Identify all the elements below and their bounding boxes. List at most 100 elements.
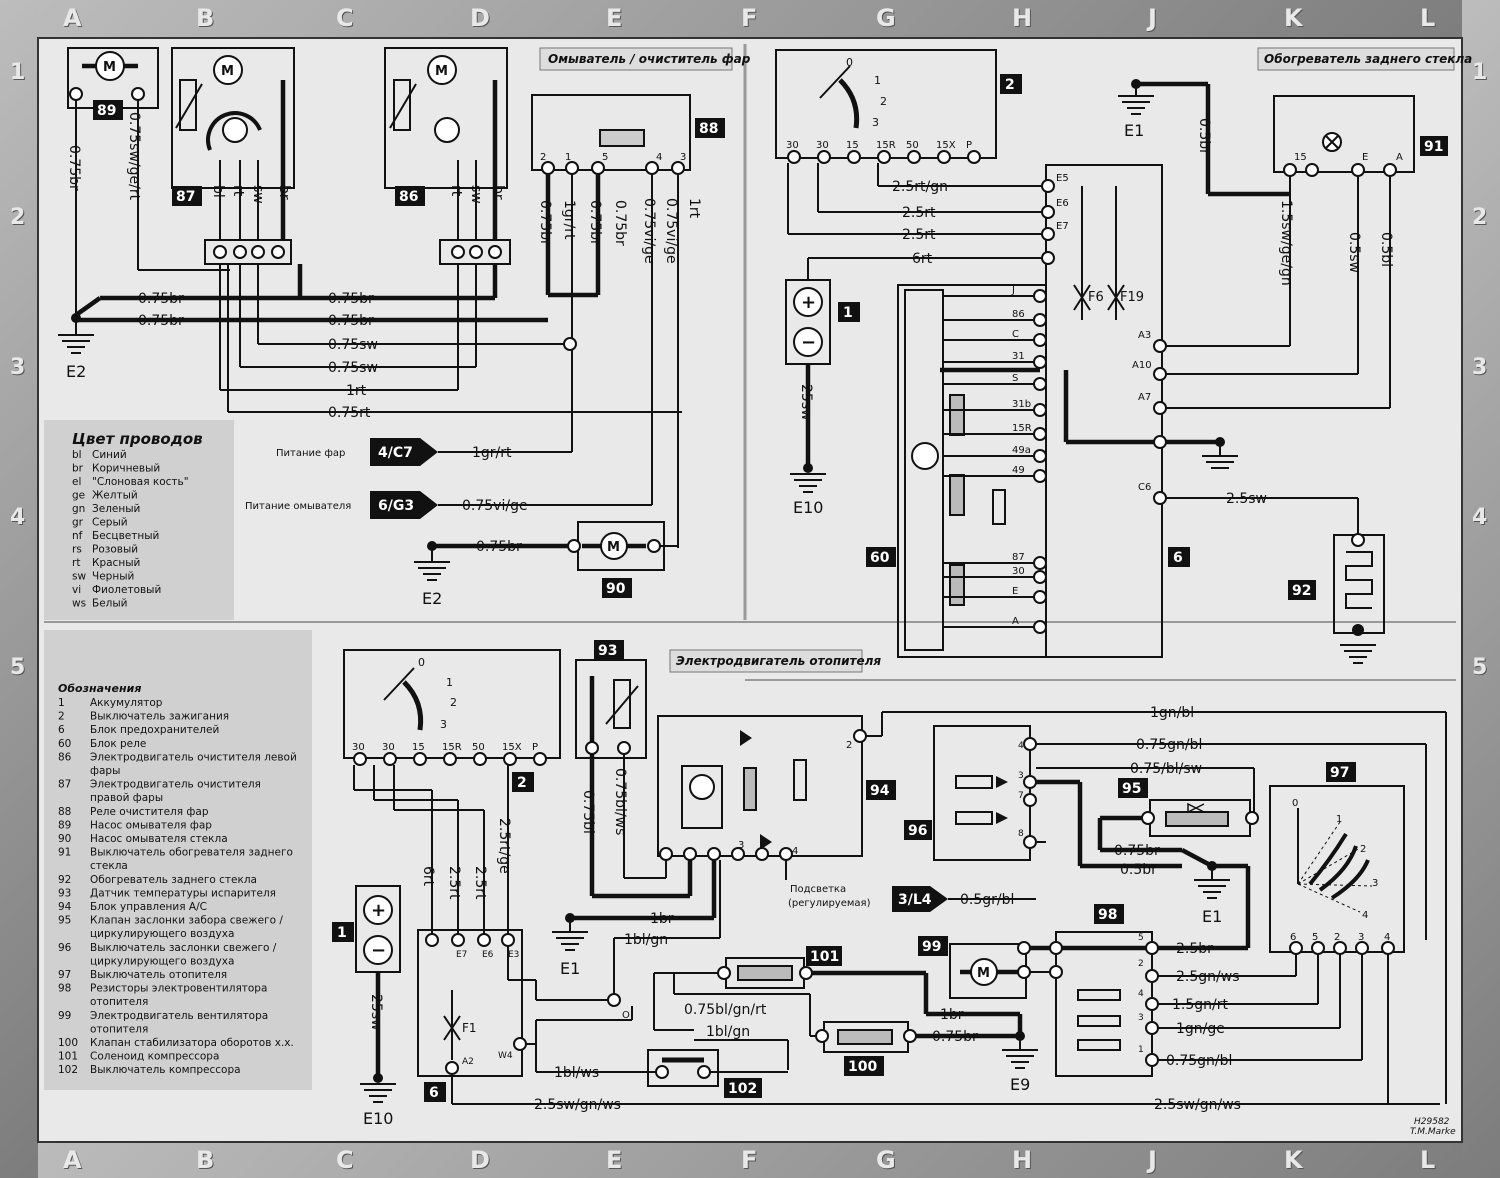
legend-num: 60 <box>58 738 71 750</box>
ref-label: Подсветка <box>790 884 846 895</box>
wire-label: 0.75br <box>328 291 374 307</box>
wire-color-name: Розовый <box>92 544 138 556</box>
legend-num: 88 <box>58 806 71 818</box>
wire-label: 2.5rt <box>472 866 488 900</box>
fuse-term: E7 <box>1056 221 1069 232</box>
wire-color-code: sw <box>72 571 86 583</box>
row-label: 4 <box>10 505 26 530</box>
legend-text: Резисторы электровентилятора <box>90 983 267 995</box>
fuse-f6: F6 <box>1088 290 1104 305</box>
col-label: D <box>470 4 490 32</box>
legend-text: Блок предохранителей <box>90 724 219 736</box>
wire-label: 0.75bl/ws <box>612 768 628 835</box>
legend-num: 102 <box>58 1064 78 1076</box>
wire-label: 0.75br <box>932 1029 978 1045</box>
term-label: A <box>1396 152 1403 163</box>
legend-text: Реле очистителя фар <box>90 806 209 818</box>
legend-text: Электродвигатель очистителя левой <box>90 751 297 763</box>
legend-text: Обогреватель заднего стекла <box>90 874 257 886</box>
title-heater-motor: Электродвигатель отопителя <box>676 654 881 668</box>
switch-terminal <box>533 752 547 766</box>
relay-terminal <box>1033 620 1047 634</box>
legend-text: стекла <box>90 860 128 872</box>
svg-text:4: 4 <box>1384 932 1390 943</box>
col-label: A <box>63 4 82 32</box>
switch-terminal-label: 30 <box>352 742 365 753</box>
wire-label: 2.5rt <box>902 227 936 243</box>
wire-color-code: rt <box>72 557 80 569</box>
wire-label: 2.5rt <box>902 205 936 221</box>
tag-100: 100 <box>848 1059 877 1075</box>
tag-98: 98 <box>1098 907 1117 923</box>
ref-label: Питание фар <box>276 448 345 459</box>
svg-text:3: 3 <box>1138 1013 1144 1023</box>
legend-text: Насос омывателя фар <box>90 819 212 831</box>
battery-minus: − <box>801 332 816 353</box>
component-91: 15 E A 91 <box>1273 95 1448 177</box>
col-label: H <box>1012 1146 1033 1174</box>
ground-e10-bottom: E10 <box>360 1073 396 1128</box>
svg-text:4: 4 <box>1018 741 1024 751</box>
drawing-number: H29582 <box>1414 1117 1450 1127</box>
wire-label: 0.75gn/bl <box>1136 737 1202 753</box>
svg-text:3: 3 <box>1018 771 1024 781</box>
wire-color-code: ws <box>72 598 86 610</box>
wire-label: 0.75br <box>612 200 628 246</box>
switch-terminal-label: P <box>532 742 538 753</box>
row-label: 5 <box>1472 655 1488 680</box>
motor-m: M <box>435 64 448 79</box>
wire-label: 0.5br <box>1196 118 1212 155</box>
wire-label: 2.5gn/ws <box>1176 969 1240 985</box>
switch-terminal <box>383 752 397 766</box>
switch-terminal <box>967 150 981 164</box>
svg-text:1: 1 <box>1138 1045 1144 1055</box>
legend-text: Выключатель отопителя <box>90 969 227 981</box>
motor-m: M <box>977 966 990 981</box>
legend-text: Клапан стабилизатора оборотов х.х. <box>90 1037 294 1049</box>
title-box <box>669 649 863 673</box>
switch-terminal-label: 15X <box>502 742 522 753</box>
ground-e1-right: E1 <box>1180 848 1230 926</box>
legend-text: Соленоид компрессора <box>90 1051 219 1063</box>
legend-text: Аккумулятор <box>90 697 163 709</box>
wire-label: 2.5rt <box>446 866 462 900</box>
wire-color-name: Серый <box>92 517 128 529</box>
wire-label: 0.75br <box>138 313 184 329</box>
title-headlamp-washer: Омыватель / очиститель фар <box>548 52 751 66</box>
col-label: J <box>1148 4 1157 32</box>
legend-num: 93 <box>58 887 71 899</box>
term-label: E3 <box>508 950 519 960</box>
tag-95: 95 <box>1122 781 1141 797</box>
ground-label: E1 <box>560 959 580 978</box>
relay-terminal-label: C <box>1012 329 1019 340</box>
col-label: B <box>196 1146 215 1174</box>
wire-color-code: nf <box>72 530 83 542</box>
fuse-term: E5 <box>1056 173 1069 184</box>
relay-terminal <box>1033 570 1047 584</box>
svg-text:2: 2 <box>846 740 852 751</box>
svg-text:3: 3 <box>1372 878 1378 889</box>
tag-90: 90 <box>606 581 626 597</box>
legend-num: 1 <box>58 697 65 709</box>
tag-99: 99 <box>922 939 941 955</box>
wire-label: 2.5sw <box>1226 491 1267 507</box>
legend-num: 100 <box>58 1037 78 1049</box>
fuse-f19: F19 <box>1120 290 1144 305</box>
svg-text:2: 2 <box>880 95 887 108</box>
legend-text: Электродвигатель очистителя <box>90 779 261 791</box>
col-label: K <box>1284 4 1303 32</box>
wire-label: 0.75bl/gn/rt <box>684 1002 767 1018</box>
row-label: 4 <box>1472 505 1488 530</box>
wire-label: 0.5sw <box>1346 232 1362 273</box>
component-102: 102 <box>647 1049 762 1098</box>
wire-color-name: Черный <box>92 571 134 583</box>
row-label: 2 <box>1472 205 1488 230</box>
wire-label: 0.75vi/ge <box>462 498 528 514</box>
switch-terminal-label: P <box>966 140 972 151</box>
wire-label: 2.5sw/gn/ws <box>1154 1097 1241 1113</box>
legend-num: 96 <box>58 942 72 954</box>
switch-terminal-label: 30 <box>786 140 799 151</box>
tag-94: 94 <box>870 783 890 799</box>
